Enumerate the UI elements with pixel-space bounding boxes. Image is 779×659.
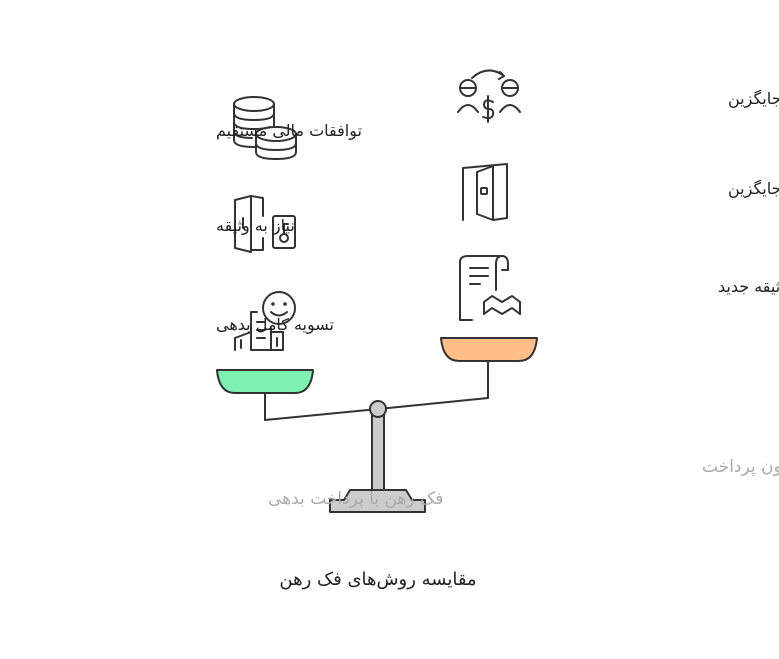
- door-icon: [462, 163, 508, 221]
- left-item-label-1: توافقات مالی مستقیم: [216, 121, 362, 141]
- left-item-label-3: تسویه کامل بدهی: [216, 315, 334, 335]
- left-pan: [216, 369, 314, 394]
- left-item-label-2: نیاز به وثیقه: [216, 216, 295, 236]
- coins-icon: [233, 96, 297, 160]
- contract-handshake-icon: [459, 255, 521, 321]
- exchange-people-icon: [457, 69, 521, 123]
- right-item-label-2: نیاز به وثیقه جایگزین: [728, 179, 779, 199]
- scale-post: [371, 409, 385, 491]
- right-item-label-1: توافقات مالی جایگزین: [728, 89, 779, 109]
- scale-base: [329, 489, 426, 513]
- left-caption: فک رهن با پرداخت بدهی: [268, 489, 443, 509]
- right-pan: [440, 337, 538, 362]
- door-key-icon: [234, 195, 296, 253]
- happy-building-icon: [234, 291, 296, 351]
- scale-pivot: [369, 400, 387, 418]
- diagram-title: مقایسه روش‌های فک رهن: [279, 569, 476, 590]
- right-caption: فک رهن بدون پرداخت: [702, 457, 779, 477]
- balance-scale: [216, 337, 538, 513]
